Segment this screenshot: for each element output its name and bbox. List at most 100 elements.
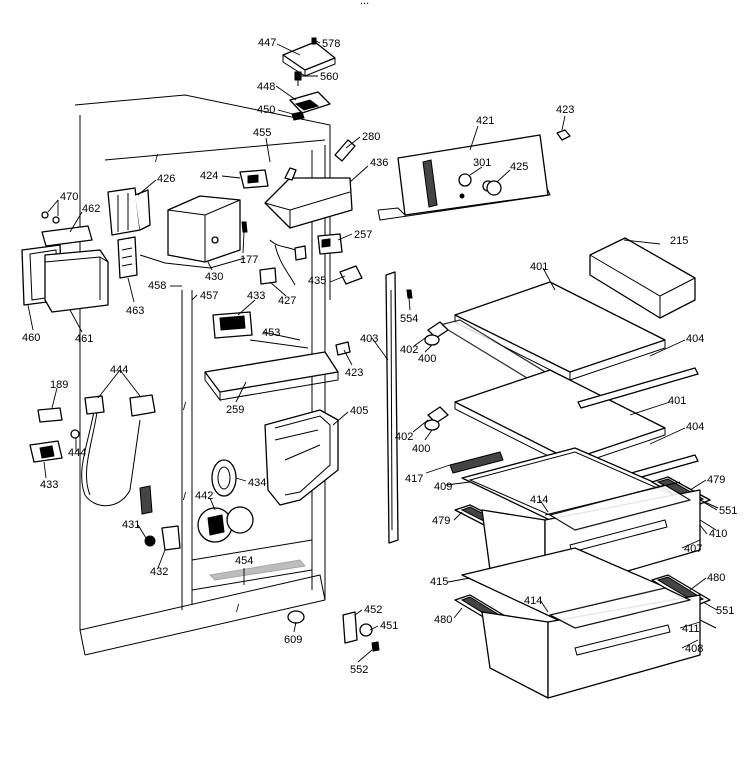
label-410: 410 [709, 528, 727, 540]
label-415: 415 [430, 576, 448, 588]
part-423-bulb-top [556, 129, 571, 141]
label-551-lower: 551 [716, 605, 734, 617]
part-554-screw [406, 289, 413, 299]
label-409: 409 [434, 481, 452, 493]
label-470: 470 [60, 191, 78, 203]
part-442-fan-motor [197, 506, 254, 543]
label-189: 189 [50, 379, 68, 391]
part-444-wire-harness [70, 394, 156, 507]
label-480-right: 480 [707, 572, 725, 584]
part-431-pin-strip [139, 485, 153, 515]
part-426-damper [107, 187, 151, 236]
part-452-bracket [342, 611, 358, 644]
label-453: 453 [262, 327, 280, 339]
label-404-lower: 404 [686, 421, 704, 433]
label-609: 609 [284, 634, 302, 646]
label-215: 215 [670, 235, 688, 247]
part-435-connector [339, 265, 363, 285]
label-551-upper: 551 [719, 505, 737, 517]
label-421: 421 [476, 115, 494, 127]
part-259-light-shield [204, 351, 339, 402]
label-259: 259 [226, 404, 244, 416]
label-435: 435 [308, 275, 326, 287]
part-labels: 447 578 448 560 450 455 280 421 423 301 … [22, 37, 737, 676]
label-560: 560 [320, 71, 338, 83]
label-448: 448 [257, 81, 275, 93]
label-447: 447 [258, 37, 276, 49]
part-462-cover [41, 225, 93, 247]
part-402-shelf-support-lower [424, 406, 449, 431]
label-452: 452 [364, 604, 382, 616]
part-433-light-socket [212, 311, 253, 339]
label-578: 578 [322, 38, 340, 50]
part-424-switch [239, 169, 269, 189]
part-215-dairy-bin [589, 237, 696, 319]
label-401-lower: 401 [668, 395, 686, 407]
label-455: 455 [253, 127, 271, 139]
label-411: 411 [682, 623, 700, 635]
label-301: 301 [473, 157, 491, 169]
label-436: 436 [370, 157, 388, 169]
label-552: 552 [350, 664, 368, 676]
label-454: 454 [235, 555, 253, 567]
label-401-upper: 401 [530, 261, 548, 273]
part-433-socket-lower [29, 440, 63, 463]
label-479-left: 479 [432, 515, 450, 527]
part-427-wiring [259, 239, 307, 286]
part-448-bracket [289, 91, 331, 114]
part-432-bulb [161, 525, 181, 551]
part-177-screw [241, 221, 248, 233]
label-414-lower: 414 [524, 595, 542, 607]
label-407: 407 [684, 543, 702, 555]
label-442: 442 [195, 490, 213, 502]
part-552-screw [371, 641, 380, 652]
part-411-drawer-front-lower [699, 619, 717, 629]
label-280: 280 [362, 131, 380, 143]
part-189-fitting [37, 407, 63, 423]
label-432: 432 [150, 566, 168, 578]
part-470-screws [41, 211, 60, 224]
label-425: 425 [510, 161, 528, 173]
label-460: 460 [22, 332, 40, 344]
part-609-roller [287, 610, 305, 624]
part-436-housing [264, 167, 353, 229]
part-430-control-housing [139, 195, 246, 269]
label-426: 426 [157, 173, 175, 185]
label-405: 405 [350, 405, 368, 417]
label-451: 451 [380, 620, 398, 632]
label-400-upper: 400 [418, 353, 436, 365]
part-453-panel-edge [249, 339, 309, 349]
label-408: 408 [685, 643, 703, 655]
label-423-mid: 423 [345, 367, 363, 379]
label-554: 554 [400, 313, 418, 325]
label-433-upper: 433 [247, 290, 265, 302]
part-578-screw [311, 37, 317, 45]
label-462: 462 [82, 203, 100, 215]
label-414-upper: 414 [530, 494, 548, 506]
part-257-relay [317, 233, 343, 255]
part-402-shelf-support-upper [424, 321, 449, 346]
label-403: 403 [360, 333, 378, 345]
label-431: 431 [122, 519, 140, 531]
label-461: 461 [75, 333, 93, 345]
part-451-hinge [359, 623, 373, 637]
part-450-clip [291, 111, 305, 121]
part-404-shelf-trim-upper [577, 367, 699, 409]
label-400-lower: 400 [412, 443, 430, 455]
label-434: 434 [248, 477, 266, 489]
label-402-lower: 402 [395, 431, 413, 443]
part-408-crisper-drawer-lower [481, 587, 701, 699]
label-402-upper: 402 [400, 344, 418, 356]
label-444-upper: 444 [110, 364, 128, 376]
part-421-control-panel [377, 134, 551, 221]
label-423-top: 423 [556, 104, 574, 116]
part-447-knob-cover [282, 41, 336, 77]
label-463: 463 [126, 305, 144, 317]
label-450: 450 [257, 104, 275, 116]
label-479-right: 479 [707, 474, 725, 486]
part-560-screw [294, 71, 302, 86]
part-414-drawer-frame-upper [544, 481, 681, 516]
part-410-drawer-front-upper [699, 519, 717, 531]
part-423-bulb-mid [335, 341, 351, 356]
